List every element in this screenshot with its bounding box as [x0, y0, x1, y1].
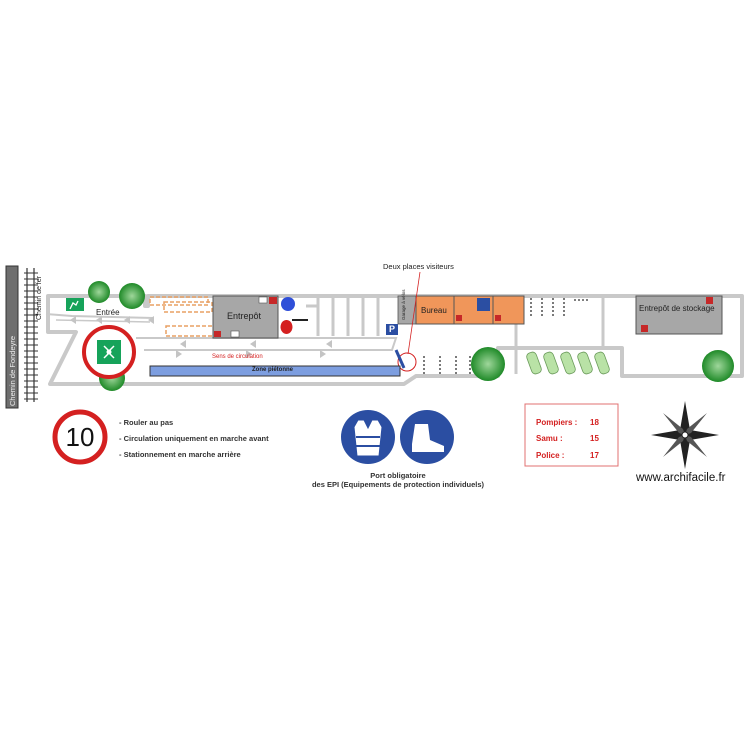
pedestrian-zone [149, 365, 401, 377]
visitor-spaces-marker [397, 352, 417, 372]
railway-track [24, 268, 38, 402]
rule-item: - Rouler au pas [119, 418, 174, 427]
storage-warehouse-label: Entrepôt de stockage [639, 304, 715, 313]
fire-extinguisher-icon [280, 320, 293, 334]
pedestrian-zone-label: Zone piétonne [252, 367, 293, 373]
emergency-number: 18 [590, 418, 599, 427]
accessible-parking-label: P [389, 324, 396, 334]
ppe-title: Port obligatoire [370, 471, 426, 480]
rule-item: - Stationnement en marche arrière [119, 450, 241, 459]
office-label: Bureau [421, 306, 447, 315]
emergency-name: Pompiers : [536, 418, 578, 427]
tree [88, 281, 110, 303]
emergency-number: 15 [590, 434, 599, 443]
fire-point-blue [281, 297, 295, 311]
rule-item: - Circulation uniquement en marche avant [119, 434, 269, 443]
road-west [5, 265, 19, 409]
bike-shelter [526, 351, 610, 375]
tree [471, 347, 505, 381]
tree [702, 350, 734, 382]
visitor-callout-label: Deux places visiteurs [383, 262, 454, 271]
warehouse-label: Entrepôt [227, 311, 262, 321]
parking-bays [306, 296, 380, 336]
tree [119, 283, 145, 309]
road-west-label: Chemin de Fondeyre [8, 335, 17, 406]
emergency-name: Samu : [536, 434, 563, 443]
compass-rose-icon [651, 401, 719, 469]
speed-limit-sign [52, 409, 108, 465]
circulation-arrows [70, 316, 332, 358]
emergency-name: Police : [536, 451, 565, 460]
website-link[interactable]: www.archifacile.fr [636, 472, 726, 484]
accessible-parking-sign [386, 324, 398, 335]
speed-limit-value: 10 [65, 422, 95, 452]
emergency-number: 17 [590, 451, 599, 460]
ppe-subtitle: des EPI (Equipements de protection indiv… [311, 480, 485, 489]
emergency-numbers-box [524, 403, 619, 467]
office-building [415, 295, 525, 325]
assembly-point-sign [82, 325, 136, 379]
railway-label: Chemin de fer [36, 276, 43, 320]
entrance-label: Entrée [96, 308, 120, 317]
bike-garage-label: Garage à vélos [401, 289, 406, 320]
circulation-label: Sens de circulation [212, 354, 263, 360]
